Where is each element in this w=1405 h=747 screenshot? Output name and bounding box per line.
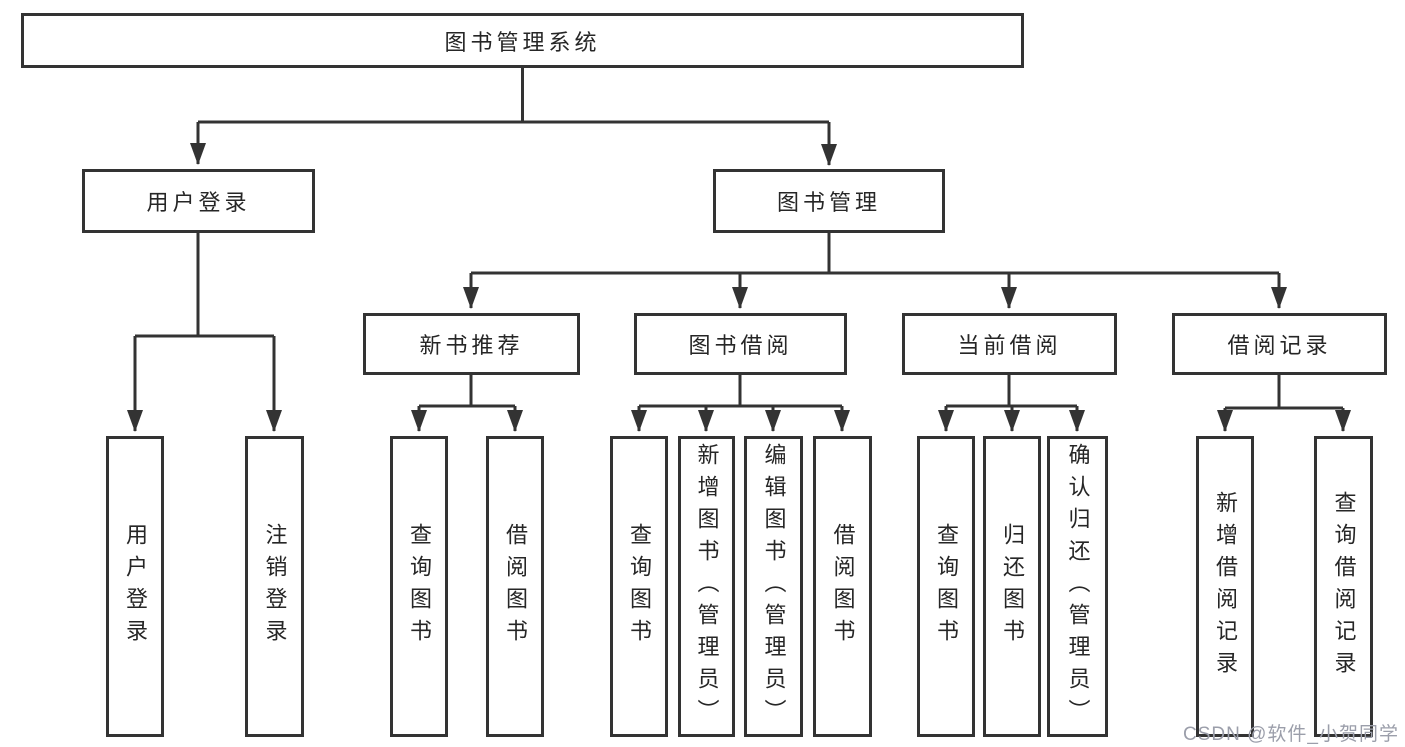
node-label: 确认归还（管理员） <box>1065 442 1091 731</box>
connector-new-books-children <box>411 375 523 432</box>
node-new-book-recommend: 新书推荐 <box>363 313 580 375</box>
node-leaf-query-books-1: 查询图书 <box>390 436 448 737</box>
node-label: 借阅图书 <box>830 522 856 651</box>
node-leaf-query-borrow-record: 查询借阅记录 <box>1314 436 1373 737</box>
node-label: 新增借阅记录 <box>1213 490 1238 683</box>
node-current-borrow: 当前借阅 <box>902 313 1117 375</box>
connector-borrow-records-children <box>1217 375 1351 432</box>
node-label: 借阅记录 <box>1227 333 1332 358</box>
node-label: 查询图书 <box>934 522 959 651</box>
node-book-management: 图书管理 <box>713 169 945 233</box>
node-leaf-confirm-return-admin: 确认归还（管理员） <box>1047 436 1108 737</box>
node-root-system: 图书管理系统 <box>21 13 1024 68</box>
node-borrow-records: 借阅记录 <box>1172 313 1387 375</box>
node-label: 图书借阅 <box>688 333 793 358</box>
node-label: 新书推荐 <box>419 333 524 358</box>
node-book-borrow: 图书借阅 <box>634 313 847 375</box>
node-leaf-borrow-books-1: 借阅图书 <box>486 436 544 737</box>
connector-user-login-children <box>127 233 282 432</box>
node-label: 查询图书 <box>407 522 432 651</box>
connector-current-borrow-children <box>938 375 1085 432</box>
node-label: 图书管理系统 <box>444 29 601 55</box>
connector-root-to-level1 <box>190 68 837 166</box>
node-leaf-add-borrow-record: 新增借阅记录 <box>1196 436 1254 737</box>
connector-book-mgmt-level2 <box>463 233 1287 309</box>
node-label: 用户登录 <box>146 190 251 215</box>
node-leaf-return-books: 归还图书 <box>983 436 1041 737</box>
node-leaf-query-books-3: 查询图书 <box>917 436 975 737</box>
node-leaf-edit-books-admin: 编辑图书（管理员） <box>744 436 803 737</box>
node-label: 当前借阅 <box>957 333 1062 358</box>
node-label: 图书管理 <box>776 190 881 215</box>
connector-book-borrow-children <box>631 375 850 432</box>
node-label: 新增图书（管理员） <box>694 442 720 731</box>
node-leaf-borrow-books-2: 借阅图书 <box>813 436 872 737</box>
node-leaf-query-books-2: 查询图书 <box>610 436 668 737</box>
csdn-watermark: CSDN @软件_小贺同学 <box>1183 724 1399 745</box>
node-label: 注销登录 <box>262 522 288 651</box>
node-label: 用户登录 <box>123 522 148 651</box>
node-label: 查询图书 <box>627 522 652 651</box>
node-leaf-user-login: 用户登录 <box>106 436 164 737</box>
node-leaf-add-books-admin: 新增图书（管理员） <box>678 436 735 737</box>
node-label: 借阅图书 <box>503 522 528 651</box>
node-label: 编辑图书（管理员） <box>761 442 787 731</box>
node-user-login: 用户登录 <box>82 169 315 233</box>
node-leaf-logout: 注销登录 <box>245 436 304 737</box>
node-label: 归还图书 <box>1000 522 1025 651</box>
node-label: 查询借阅记录 <box>1331 490 1357 683</box>
